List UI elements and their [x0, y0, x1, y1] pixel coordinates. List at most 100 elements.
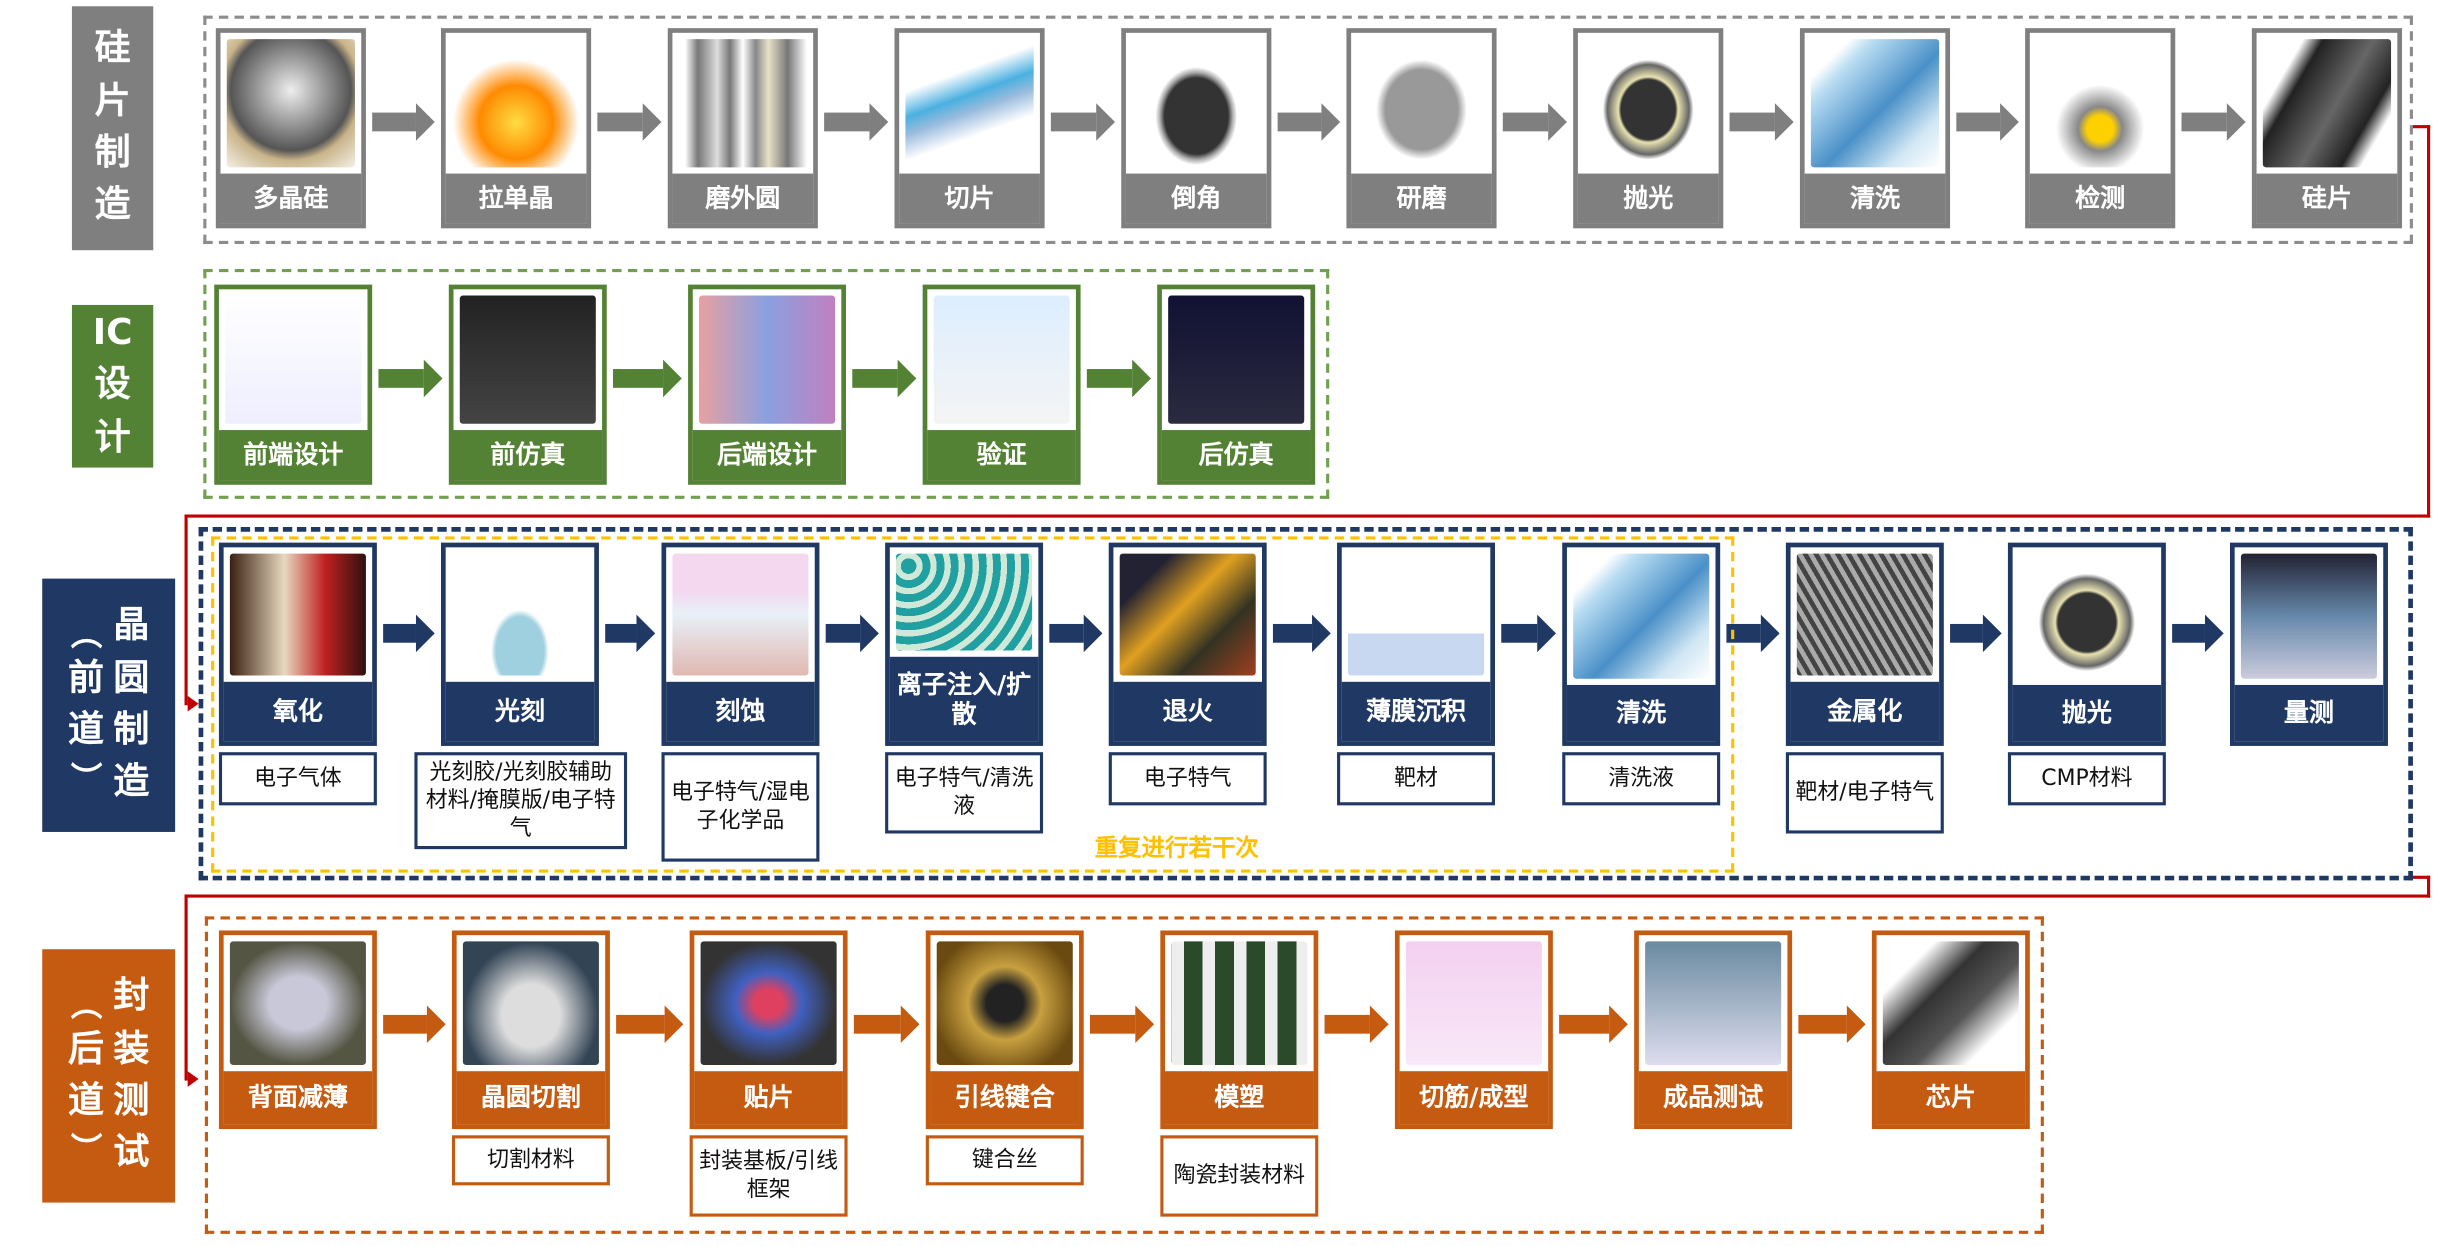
stage-label-front: （前道）晶圆制造 — [42, 578, 176, 832]
arrow-shaft — [1086, 369, 1133, 388]
process-step-card[interactable]: 抛光 — [2007, 542, 2166, 746]
process-step-card[interactable]: 倒角 — [1121, 28, 1272, 229]
stage-sublabel: （后道） — [67, 983, 105, 1169]
process-step-label: 前端设计 — [218, 430, 368, 481]
process-step-card[interactable]: 量测 — [2229, 542, 2388, 746]
stage-container-wafer — [203, 15, 2413, 244]
arrow-head — [1321, 103, 1341, 141]
process-step-label: 背面减薄 — [223, 1071, 373, 1125]
stage-label-char: 制 — [94, 132, 131, 174]
process-step-card[interactable]: 晶圆切割 — [451, 930, 610, 1130]
arrow-head — [1609, 1005, 1628, 1044]
process-step-card[interactable]: 切筋/成型 — [1394, 930, 1553, 1130]
process-step-card[interactable]: 研磨 — [1346, 28, 1497, 229]
stage-label-char: 计 — [94, 417, 131, 458]
process-step-card[interactable]: 氧化 — [218, 542, 377, 746]
process-step-label: 金属化 — [1790, 681, 1940, 742]
process-step-label: 氧化 — [223, 681, 373, 742]
process-step-card[interactable]: 磨外圆 — [667, 28, 818, 229]
process-step-label: 贴片 — [694, 1071, 843, 1125]
arrow-shaft — [1501, 623, 1538, 643]
process-step-label: 离子注入/扩散 — [889, 656, 1039, 742]
material-box: 键合丝 — [925, 1135, 1084, 1186]
process-image — [1119, 553, 1256, 676]
process-step-card[interactable]: 模塑 — [1160, 930, 1319, 1130]
arrow-head — [636, 614, 656, 653]
stage-label-text: 硅片制造 — [95, 24, 131, 233]
stage-container-back — [204, 916, 2044, 1234]
repeat-note: 重复进行若干次 — [1094, 833, 1259, 862]
process-step-label: 清洗 — [1804, 173, 1946, 224]
stage-label-char: IC — [92, 312, 133, 354]
stage-label-char: 封 — [113, 976, 150, 1017]
arrow-shaft — [372, 112, 416, 132]
connector-line — [2412, 125, 2431, 129]
stage-sublabel: （前道） — [67, 612, 105, 798]
process-step-card[interactable]: 芯片 — [1871, 930, 2030, 1130]
arrow-shaft — [1950, 623, 1983, 643]
process-step-card[interactable]: 成品测试 — [1634, 930, 1793, 1130]
stage-label-char: 设 — [94, 364, 131, 406]
arrow-head — [426, 1005, 446, 1044]
stage-sublabel-char: （ — [67, 617, 105, 649]
process-step-card[interactable]: 前端设计 — [214, 284, 373, 485]
connector-line — [184, 514, 2431, 518]
stage-container-front — [198, 527, 2413, 881]
stage-label-char: 硅 — [94, 28, 131, 70]
process-step-card[interactable]: 清洗 — [1562, 542, 1721, 746]
process-step-label: 倒角 — [1125, 173, 1267, 224]
process-step-card[interactable]: 拉单晶 — [440, 28, 592, 229]
arrow-head — [869, 103, 889, 141]
process-step-card[interactable]: 刻蚀 — [661, 542, 820, 746]
process-step-card[interactable]: 抛光 — [1573, 28, 1724, 229]
process-step-card[interactable]: 前仿真 — [448, 284, 607, 485]
process-image — [225, 295, 362, 424]
process-step-card[interactable]: 离子注入/扩散 — [885, 542, 1044, 746]
process-step-card[interactable]: 背面减薄 — [218, 930, 377, 1130]
process-step-card[interactable]: 清洗 — [1799, 28, 1951, 229]
process-step-label: 多晶硅 — [220, 173, 362, 224]
arrow-head — [1774, 103, 1794, 141]
process-step-card[interactable]: 光刻 — [440, 542, 599, 746]
process-step-label: 刻蚀 — [666, 681, 815, 742]
process-step-card[interactable]: 检测 — [2025, 28, 2176, 229]
arrow-shaft — [1729, 112, 1775, 132]
arrow-shaft — [853, 1014, 901, 1034]
connector-line — [2427, 125, 2431, 518]
process-image — [936, 941, 1073, 1065]
material-box: 电子特气/湿电子化学品 — [661, 752, 820, 862]
process-image — [1882, 941, 2019, 1065]
arrow-head — [860, 614, 879, 653]
process-step-card[interactable]: 金属化 — [1785, 542, 1944, 746]
material-box: 切割材料 — [451, 1135, 610, 1186]
arrow-shaft — [1798, 1014, 1847, 1034]
stage-label-char: 造 — [94, 185, 131, 226]
stage-label-char: 测 — [113, 1080, 150, 1122]
stage-label-char: 片 — [94, 80, 131, 122]
connector-line — [184, 894, 2431, 898]
process-step-label: 光刻 — [445, 681, 595, 742]
process-step-card[interactable]: 薄膜沉积 — [1337, 542, 1495, 746]
stage-container-ic — [203, 268, 1330, 499]
arrow-head — [1083, 614, 1103, 653]
arrow-shaft — [2172, 623, 2205, 643]
process-step-label: 切筋/成型 — [1399, 1071, 1549, 1125]
stage-label-char: 晶 — [113, 605, 150, 647]
connector-line — [184, 894, 188, 1081]
process-step-card[interactable]: 切片 — [894, 28, 1045, 229]
process-step-card[interactable]: 硅片 — [2251, 28, 2402, 229]
process-step-label: 晶圆切割 — [456, 1071, 606, 1125]
process-step-card[interactable]: 退火 — [1108, 542, 1267, 746]
process-step-card[interactable]: 多晶硅 — [215, 28, 366, 229]
process-image — [2036, 39, 2165, 168]
stage-sublabel-char: 道 — [68, 1080, 104, 1122]
stage-label-char: 试 — [113, 1132, 150, 1174]
process-step-label: 退火 — [1113, 681, 1262, 742]
material-box: 陶瓷封装材料 — [1160, 1135, 1319, 1217]
process-step-card[interactable]: 后端设计 — [688, 284, 847, 485]
process-step-card[interactable]: 后仿真 — [1157, 284, 1316, 485]
stage-sublabel-char: （ — [67, 987, 105, 1020]
process-step-card[interactable]: 引线键合 — [925, 930, 1084, 1130]
process-step-card[interactable]: 验证 — [922, 284, 1081, 485]
process-step-card[interactable]: 贴片 — [689, 930, 848, 1130]
